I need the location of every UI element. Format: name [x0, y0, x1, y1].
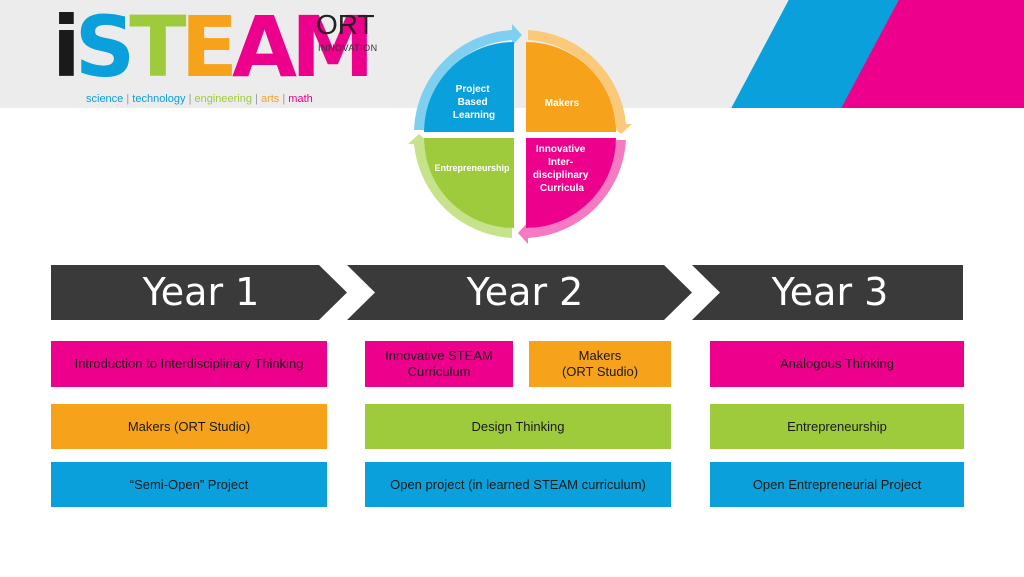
logo-letter-a: A	[232, 0, 297, 96]
cycle-label-line: Curricula	[540, 183, 584, 194]
cycle-quadrant-orange	[526, 42, 616, 132]
y3-entrepreneurship-box: Entrepreneurship	[710, 404, 964, 449]
cycle-arrow-orange	[528, 30, 632, 134]
tagline-engineering: engineering	[194, 93, 252, 105]
logo-letters: iSTEAM	[52, 5, 375, 89]
cycle-label-line: Inter-	[548, 157, 573, 168]
year-3-title: Year 3	[771, 270, 889, 314]
cycle-label-line: Learning	[453, 110, 495, 121]
cycle-quadrant-blue	[424, 42, 514, 132]
y2-makers-box: Makers (ORT Studio)	[529, 341, 671, 387]
cycle-label-makers: Makers	[545, 98, 580, 109]
cycle-label-line: Based	[458, 97, 488, 108]
y1-semi-open-project-box: “Semi-Open” Project	[51, 462, 327, 507]
cycle-label-innovative-curricula: Innovative Inter- disciplinary Curricula	[533, 144, 591, 194]
y1-makers-box: Makers (ORT Studio)	[51, 404, 327, 449]
cycle-label-line: Entrepreneurship	[434, 163, 510, 173]
y2-open-project-box: Open project (in learned STEAM curriculu…	[365, 462, 671, 507]
year-3-chevron	[692, 265, 963, 320]
year-1-title: Year 1	[142, 270, 260, 314]
cycle-diagram: Project Based Learning Makers Innovative…	[408, 24, 632, 244]
cycle-arrow-green	[408, 134, 512, 238]
year-1-chevron	[51, 265, 347, 320]
y1-intro-interdisciplinary-box: Introduction to Interdisciplinary Thinki…	[51, 341, 327, 387]
year-2-title: Year 2	[466, 270, 584, 314]
cycle-label-line: disciplinary	[533, 170, 589, 181]
isteam-logo: iSTEAM ORT INNOVATION science | technolo…	[52, 5, 392, 110]
tagline-sep: |	[282, 93, 286, 105]
cycle-label-project-based-learning: Project Based Learning	[453, 84, 495, 121]
tagline-math: math	[288, 93, 313, 105]
logo-letter-m: M	[291, 0, 375, 96]
y3-analogous-thinking-box: Analogous Thinking	[710, 341, 964, 387]
tagline-sep: |	[188, 93, 192, 105]
y2-design-thinking-box: Design Thinking	[365, 404, 671, 449]
cycle-arrow-magenta	[518, 140, 626, 244]
cycle-label-line: Innovative	[536, 144, 586, 155]
cycle-label-entrepreneurship: Entrepreneurship	[434, 163, 510, 173]
tagline-sep: |	[255, 93, 258, 105]
logo-letter-t: T	[129, 0, 186, 96]
year-2-chevron	[347, 265, 692, 320]
cycle-quadrant-green	[424, 138, 514, 228]
tagline-sep: |	[126, 93, 130, 105]
tagline-arts: arts	[260, 93, 280, 105]
cycle-arrow-blue	[414, 24, 522, 130]
logo-innovation: INNOVATION	[318, 43, 378, 53]
logo-letter-s: S	[74, 0, 135, 96]
tagline-science: science	[86, 93, 124, 105]
logo-letter-i: i	[52, 0, 81, 96]
tagline-technology: technology	[132, 93, 186, 105]
logo-letter-e: E	[180, 0, 238, 96]
cycle-label-line: Project	[456, 84, 491, 95]
logo-ort: ORT	[316, 9, 375, 40]
logo-tagline: science | technology | engineering | art…	[86, 93, 313, 105]
y2-innovative-steam-box: Innovative STEAM Curriculum	[365, 341, 513, 387]
cycle-label-line: Makers	[545, 98, 580, 109]
cycle-quadrant-magenta	[526, 138, 616, 228]
y3-open-entrepreneurial-project-box: Open Entrepreneurial Project	[710, 462, 964, 507]
